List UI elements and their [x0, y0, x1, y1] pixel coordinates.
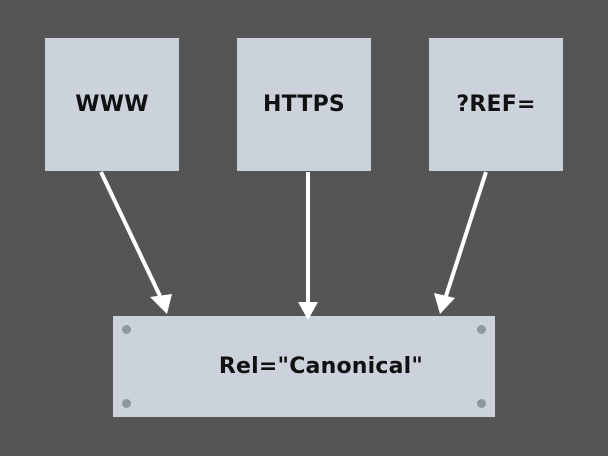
node-https: HTTPS	[237, 38, 371, 171]
node-www-label: WWW	[75, 92, 149, 117]
arrowhead-ref	[434, 293, 455, 314]
node-https-label: HTTPS	[263, 92, 345, 117]
node-ref: ?REF=	[429, 38, 563, 171]
arrowhead-www	[150, 294, 172, 314]
rivet-bottom-right	[477, 399, 486, 408]
node-www: WWW	[45, 38, 179, 171]
node-canonical: Rel="Canonical"	[113, 316, 495, 417]
node-ref-label: ?REF=	[456, 92, 536, 117]
rivet-bottom-left	[122, 399, 131, 408]
node-canonical-label: Rel="Canonical"	[218, 354, 424, 379]
arrow-ref-to-canonical	[444, 171, 488, 297]
arrow-www-to-canonical	[99, 171, 162, 297]
rivet-top-left	[122, 325, 131, 334]
rivet-top-right	[477, 325, 486, 334]
